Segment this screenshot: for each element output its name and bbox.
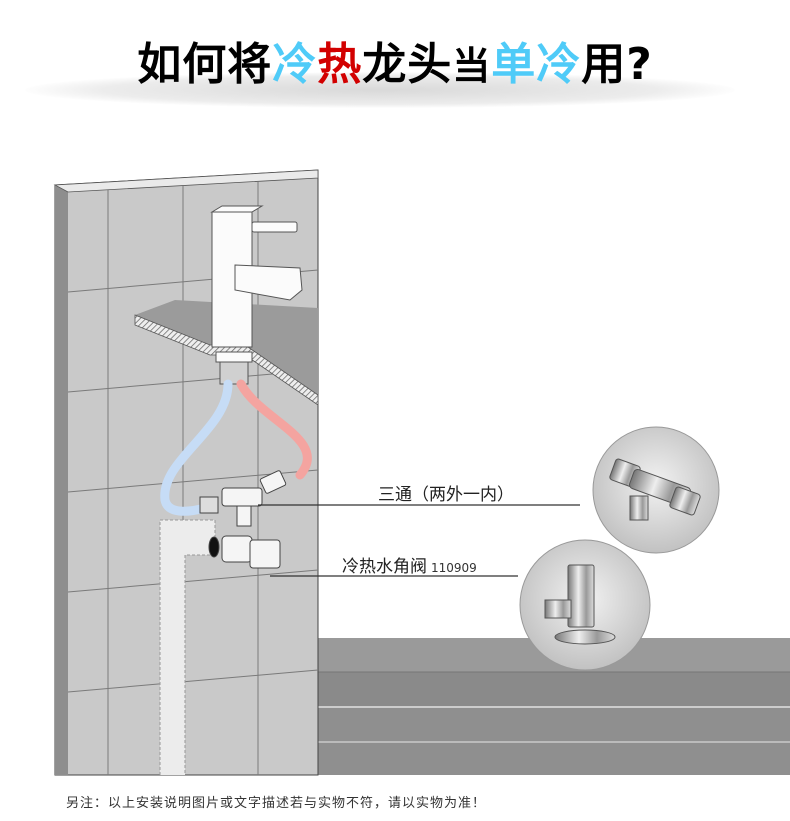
title-part: 用? [581, 39, 653, 90]
cold-hose [160, 379, 233, 516]
title-shadow [25, 72, 735, 108]
angle-valve [208, 535, 281, 569]
title-part-single-cold: 单冷 [491, 39, 582, 90]
angle-valve-product-photo [519, 539, 651, 671]
tee-fitting [199, 470, 287, 527]
title-part: 当 [452, 44, 492, 88]
footer-note: 另注：以上安装说明图片或文字描述若与实物不符，请以实物为准！ [66, 796, 487, 811]
page-title: 如何将冷热龙头当单冷用? [0, 28, 790, 92]
tee-product-photo [592, 426, 720, 554]
angle-valve-code: 110909 [431, 561, 477, 575]
faucet [210, 205, 303, 385]
title-part: 龙头 [362, 39, 453, 90]
tee-label: 三通（两外一内） [378, 485, 514, 505]
hot-hose [236, 379, 312, 480]
title-part: 如何将 [137, 39, 273, 90]
title-part-hot: 热 [317, 39, 363, 90]
title-part-cold: 冷 [272, 39, 318, 90]
angle-valve-label: 冷热水角阀 110909 [342, 552, 477, 577]
angle-valve-name: 冷热水角阀 [342, 557, 427, 577]
